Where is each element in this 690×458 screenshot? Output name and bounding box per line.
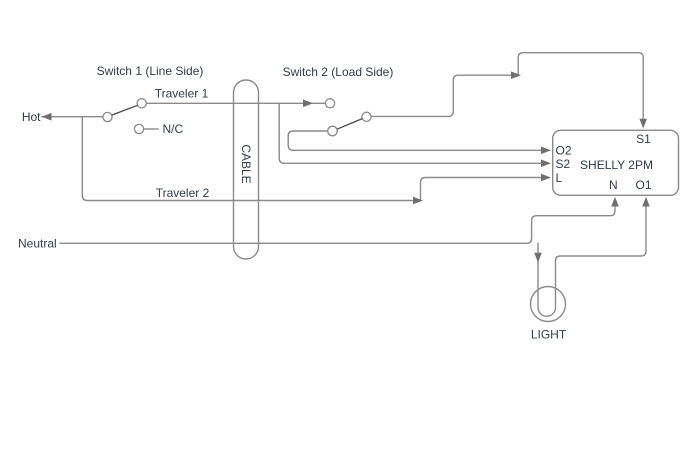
terminal-s1-label: S1: [636, 132, 651, 146]
arrow-into-s1-down: [639, 118, 647, 129]
wires: [41, 52, 647, 317]
cable-label: CABLE: [239, 144, 253, 183]
switch1-blade: [111, 104, 138, 116]
light-bulb-symbol: [529, 285, 567, 323]
switch2-title: Switch 2 (Load Side): [283, 65, 394, 79]
switch2-traveler1-contact: [324, 98, 336, 109]
wire-s2-branch: [278, 102, 543, 164]
wire-neutral: [59, 205, 616, 244]
terminal-l-label: L: [556, 171, 563, 185]
wire-switch2-common: [370, 74, 513, 118]
switch1-traveler1-contact: [136, 98, 147, 109]
wire-traveler2: [81, 116, 416, 202]
traveler1-label: Traveler 1: [155, 87, 209, 101]
arrow-hot-left: [41, 112, 52, 121]
wire-s1: [517, 52, 644, 121]
arrow-into-n-up: [611, 196, 619, 207]
switch2-blade: [336, 118, 363, 130]
terminal-s2-label: S2: [556, 157, 571, 171]
arrow-switch2-common-right: [511, 71, 521, 79]
switch1-nc-contact: [133, 123, 145, 135]
traveler2-label: Traveler 2: [156, 186, 210, 200]
wire-o2: [287, 130, 543, 151]
terminal-o1-label: O1: [635, 178, 651, 192]
arrow-into-s2-right: [541, 159, 551, 168]
arrowheads: [41, 71, 650, 263]
arrow-into-o1-up: [642, 196, 650, 207]
hot-label: Hot: [22, 110, 41, 124]
terminal-n-label: N: [609, 178, 618, 192]
arrow-neutral-to-light-down: [534, 252, 542, 263]
wire-l-branch: [419, 176, 543, 202]
shapes: [232, 79, 680, 323]
shelly-name-label: SHELLY 2PM: [580, 158, 653, 172]
switch-blades: [111, 104, 363, 130]
cable-sheath: [232, 79, 260, 260]
light-label: LIGHT: [531, 327, 567, 341]
arrow-into-o2-right: [541, 146, 551, 155]
arrow-traveler2-right: [413, 196, 423, 205]
switch1-common-contact: [102, 111, 113, 123]
wire-light-loop: [537, 205, 647, 317]
terminal-o2-label: O2: [556, 143, 572, 157]
switch2-traveler2-contact: [327, 125, 338, 137]
switch2-common-contact: [361, 111, 372, 123]
switch-contacts: [102, 98, 372, 137]
arrow-into-l-right: [541, 173, 551, 182]
nc-label: N/C: [163, 122, 184, 136]
switch1-title: Switch 1 (Line Side): [97, 64, 204, 78]
neutral-label: Neutral: [18, 236, 57, 250]
shelly-2pm-box: [552, 129, 680, 197]
diagram-labels: Switch 1 (Line Side) Switch 2 (Load Side…: [18, 64, 653, 341]
arrow-traveler1-right: [303, 99, 313, 108]
